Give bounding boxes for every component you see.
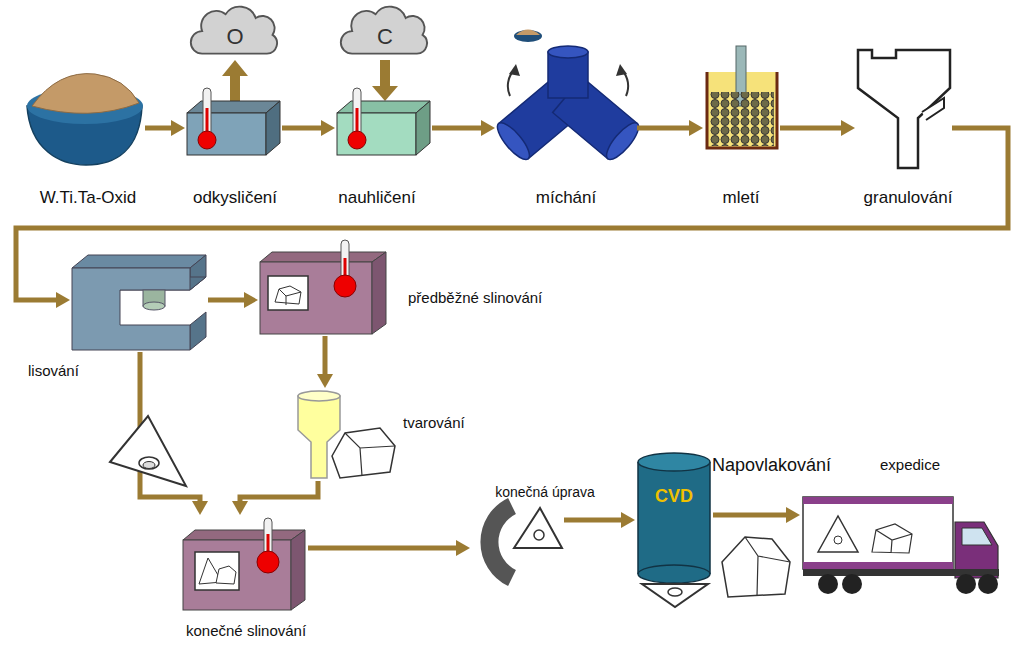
flow-arrow [308,546,462,551]
reactor-label: CVD [655,486,693,508]
flow-arrow [208,298,250,303]
step-label: expedice [880,456,940,474]
press [72,255,206,350]
grinding-wheel [489,506,562,578]
step-label: mletí [723,188,760,208]
pressed-insert [110,416,186,486]
flow-arrow [16,128,1008,300]
flow-arrow [432,126,487,131]
y-mixer [493,30,644,164]
final-sintering-furnace [183,518,305,610]
flow-arrow [637,126,695,131]
step-label: granulování [864,188,953,208]
step-label: odkysličení [193,188,277,208]
cvd-reactor [638,453,790,607]
process-step: lisování [70,253,208,352]
pre-sintering-furnace [260,240,386,334]
flow-arrow [282,126,327,131]
step-label: lisování [28,362,79,380]
step-label: tvarování [403,414,465,432]
carburization-furnace [337,7,430,155]
flow-arrow [564,518,627,523]
deoxidation-furnace [187,7,280,155]
shaping-tool [298,391,395,478]
flow-arrow [145,126,177,131]
step-label: Napovlakování [712,455,831,477]
step-label: konečná úprava [495,484,595,501]
process-step: předběžné slinování [258,238,388,336]
flow-arrow [780,126,847,131]
step-label: konečné slinování [186,622,306,640]
flow-arrow [713,513,792,518]
flow-arrow [240,481,318,507]
process-step: mletí [703,44,780,150]
process-step: míchání [495,24,637,162]
ball-mill [707,46,777,148]
spray-dryer [858,50,950,168]
step-label: předběžné slinování [408,289,542,307]
process-step: Napovlakování [635,452,713,610]
process-step: expedice [800,490,1002,598]
step-label: W.Ti.Ta-Oxid [40,188,137,208]
gas-symbol: O [226,24,243,50]
gas-symbol: C [377,24,393,50]
flow-arrow [323,336,328,380]
powder-bowl [27,74,143,165]
step-label: nauhličení [338,188,416,208]
process-step: konečné slinování [180,515,308,612]
process-step: granulování [855,46,952,170]
process-step: tvarování [295,388,398,481]
process-step: W.Ti.Ta-Oxid [25,72,145,167]
truck [803,497,999,594]
process-step: konečná úprava [470,503,564,583]
step-label: míchání [536,188,596,208]
